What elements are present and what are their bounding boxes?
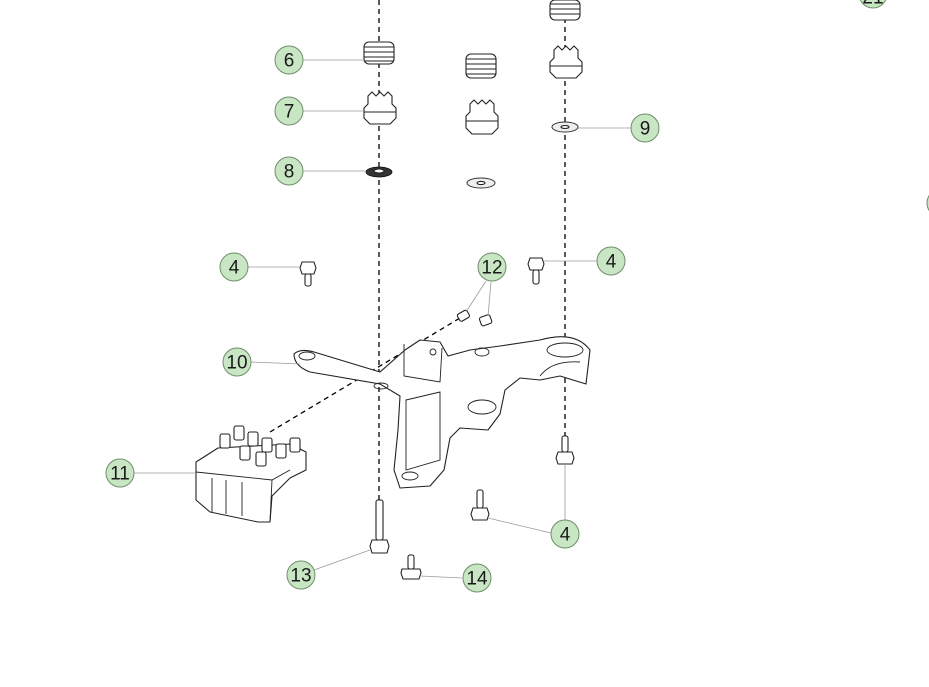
callout-13: 13 (286, 560, 316, 590)
bolt-part-4-upper-left (299, 261, 317, 287)
callout-12-label: 12 (481, 258, 502, 279)
bracket-part-10 (293, 336, 591, 489)
callout-9: 9 (630, 113, 660, 143)
screw-part-12-b (478, 314, 493, 327)
callout-11: 11 (105, 458, 135, 488)
bolt-part-4-lower-right (555, 435, 575, 465)
screw-part-12-a (456, 309, 471, 322)
bushing-part-7-middle (465, 99, 499, 135)
callout-21-partial: 21 (859, 0, 887, 9)
callout-4-right: 4 (596, 246, 626, 276)
callout-6-label: 6 (284, 51, 295, 72)
callout-10-label: 10 (226, 353, 247, 374)
callout-14-label: 14 (466, 569, 488, 590)
washer-part-9 (551, 121, 579, 133)
bushing-part-7-left (363, 91, 397, 125)
spring-part-6-middle (465, 53, 497, 79)
bolt-part-4-lower-middle (470, 489, 490, 521)
callout-4-bottom: 4 (550, 519, 580, 549)
bushing-part-7-right (549, 45, 583, 79)
callout-8-label: 8 (284, 162, 295, 183)
spring-part-6-right (549, 0, 581, 21)
long-bolt-part-13 (369, 499, 390, 554)
valve-block-part-11 (195, 425, 307, 523)
callout-14: 14 (462, 563, 492, 593)
leader-lines (134, 59, 631, 579)
callout-8: 8 (274, 156, 304, 186)
callout-21-label: 21 (862, 0, 883, 9)
washer-part-8-left (365, 166, 393, 178)
callout-9-label: 9 (640, 119, 651, 140)
spring-part-6-left (363, 41, 395, 65)
callout-12: 12 (477, 252, 507, 282)
callout-13-label: 13 (290, 566, 311, 587)
callout-11-label: 11 (110, 464, 130, 485)
callout-7: 7 (274, 96, 304, 126)
callout-10: 10 (222, 347, 252, 377)
callout-4-left-label: 4 (229, 258, 240, 279)
bolt-part-4-upper-right (527, 257, 545, 285)
callout-4-right-label: 4 (606, 252, 617, 273)
bolt-part-14 (400, 554, 422, 580)
callout-7-label: 7 (284, 102, 295, 123)
washer-part-8-middle (466, 177, 496, 189)
callout-6: 6 (274, 45, 304, 75)
callout-4-bottom-label: 4 (560, 525, 571, 546)
callout-4-left: 4 (219, 252, 249, 282)
